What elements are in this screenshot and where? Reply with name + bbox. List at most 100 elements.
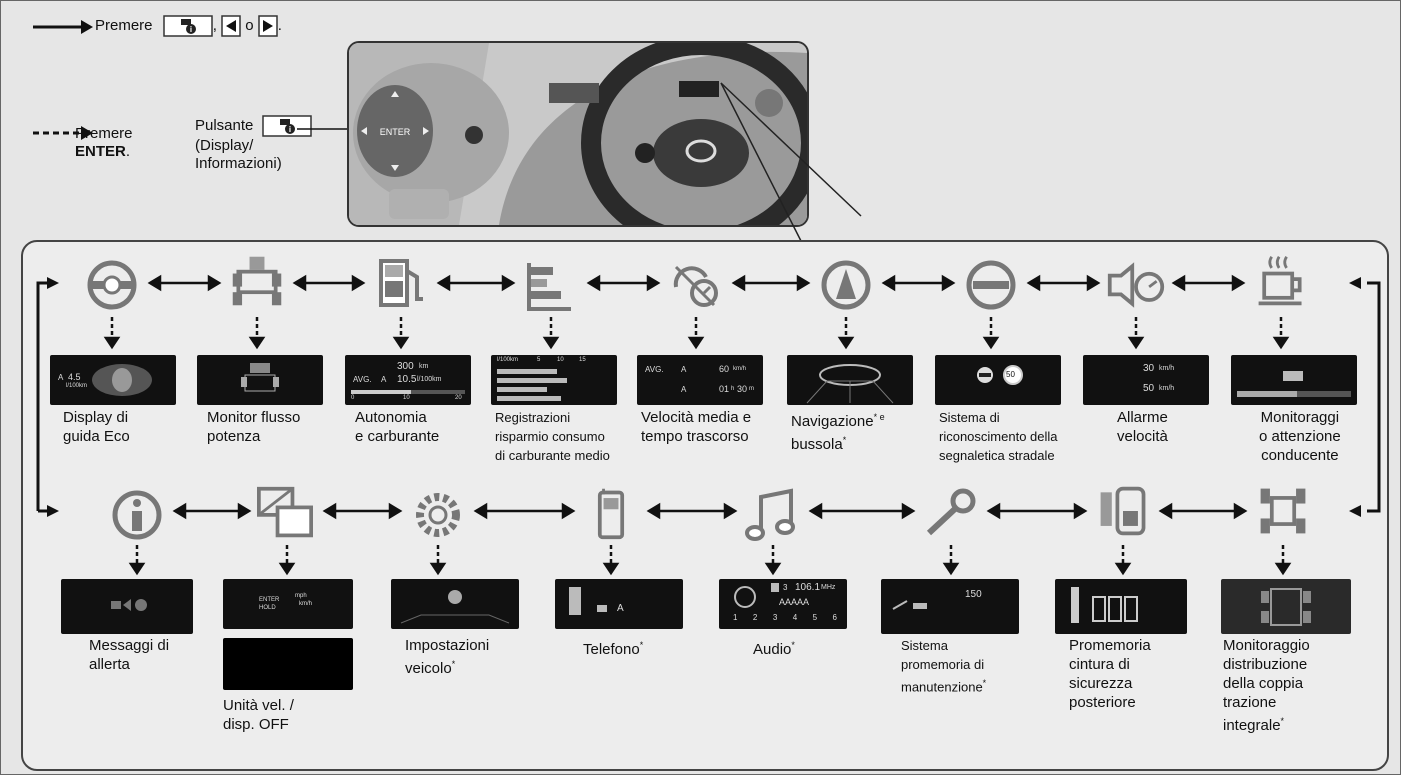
bottom-down-arrow [1274,545,1292,576]
label-settings-asterisk: * [451,659,456,669]
legend-enter-period: . [125,143,131,160]
maint-screen-graphic [892,600,927,610]
fuel-avg-label: AVG. [353,375,372,384]
audio-preset-2: 2 [752,613,758,622]
label-maint-line1: Sistema [901,638,948,653]
seatbelt-screen-graphic [1071,587,1138,623]
bottom-bidirectional-arrow [646,502,738,520]
label-seatbelt-line1: Promemoria [1069,637,1151,654]
top-down-arrow [982,317,1000,350]
bottom-down-arrow [764,545,782,576]
speed-a1: A [681,365,687,374]
speed-h-unit: h [731,386,735,392]
vehicle-settings-screen [391,579,519,629]
eco-screen-value: 4.5 [68,372,81,382]
navigation-compass-graphic [806,364,894,404]
top-down-arrow [837,317,855,350]
legend-button-desc-2: Informazioni) [195,155,282,172]
label-attention-line1: Monitoraggi [1260,409,1340,426]
alarm-speed-1: 30 [1143,363,1155,374]
bottom-down-arrow [429,545,447,576]
speed-avg-value: 60 [719,364,730,374]
top-down-arrow [542,317,560,350]
label-settings-line1: Impostazioni [405,637,490,654]
top-bidirectional-arrow [436,274,516,292]
top-down-arrow [103,317,121,350]
label-maint-line3: manutenzione [901,679,983,695]
fuel-scale-10: 10 [403,395,410,401]
label-awd-line4: trazione [1223,694,1277,711]
fuel-scale-20: 20 [455,395,462,401]
wrench-icon [926,488,976,536]
label-nav-asterisk: * e [873,412,885,422]
label-seatbelt-line2: cintura di [1069,656,1130,673]
audio-presets: 1 2 3 4 5 6 [733,613,837,622]
alarm-speed-2: 50 [1143,383,1155,394]
legend-press-arrows: Premere i , o . [95,15,282,37]
label-eco-line2: guida Eco [63,428,130,445]
alert-screen-graphic [111,599,147,611]
top-bidirectional-arrow [881,274,956,292]
awd-torque-screen [1221,579,1351,634]
bottom-down-arrow [128,545,146,576]
label-phone: Telefono* [583,636,643,659]
label-awd-asterisk: * [1280,716,1285,726]
label-power-line1: Monitor flusso [207,409,301,426]
alert-messages-screen [61,579,193,634]
coffee-cup-icon [1258,255,1302,306]
compass-icon [821,260,871,310]
records-bars-graphic [497,369,567,401]
eco-screen-unit: l/100km [66,383,88,389]
top-bidirectional-arrow [147,274,222,292]
photo-enter-label: ENTER [380,127,411,137]
eco-steering-icon [87,260,137,310]
fuel-range-unit: km [419,363,429,370]
legend-button-desc: Pulsante i (Display/ Informazioni) [195,115,312,173]
label-maint-asterisk: * [982,678,987,688]
callout-lines [720,82,862,242]
label-unit-line1: Unità vel. / [223,697,294,714]
svg-text:i: i [288,125,290,134]
rear-seatbelt-screen [1055,579,1187,634]
unit-select-screen: ENTER HOLD mph km/h [223,579,353,629]
units-kmh: km/h [299,601,313,607]
attention-screen-graphic [1237,371,1351,397]
maint-value: 150 [965,589,982,600]
legend-enter-press: Premere [75,125,133,142]
label-unit-display: Unità vel. /disp. OFF [223,696,294,734]
label-records-line3: di carburante medio [495,448,610,463]
bottom-bidirectional-arrow [986,502,1088,520]
label-seatbelt-line4: posteriore [1069,694,1136,711]
label-awd-line5: integrale [1223,717,1281,734]
info-icon [112,490,162,540]
bottom-down-arrow [942,545,960,576]
label-alarm-line1: Allarme [1117,409,1168,426]
speed-m-unit: m [749,386,754,392]
legend-press-label: Premere [95,16,153,34]
label-seatbelt-line3: sicurezza [1069,675,1133,692]
speed-avg-label: AVG. [645,365,664,374]
label-fuel-line1: Autonomia [355,409,427,426]
alarm-unit-1: km/h [1159,365,1175,372]
dashed-arrow-legend-icon [33,126,93,140]
label-records-line2: risparmio consumo [495,429,605,444]
legend-button-desc-1: (Display/ [195,137,254,154]
steering-wheel-photo: ENTER [347,41,809,227]
fuel-avg-value: 10.5 [397,374,417,385]
navigation-screen [787,355,913,405]
bottom-down-arrow [278,545,296,576]
label-speed-line1: Velocità media e [641,409,752,426]
records-tick-15: 15 [579,357,586,363]
info-button-key-icon: i [162,15,213,37]
fuel-screen: 300 km AVG. A 10.5 l/100km 0 10 20 [345,355,471,405]
